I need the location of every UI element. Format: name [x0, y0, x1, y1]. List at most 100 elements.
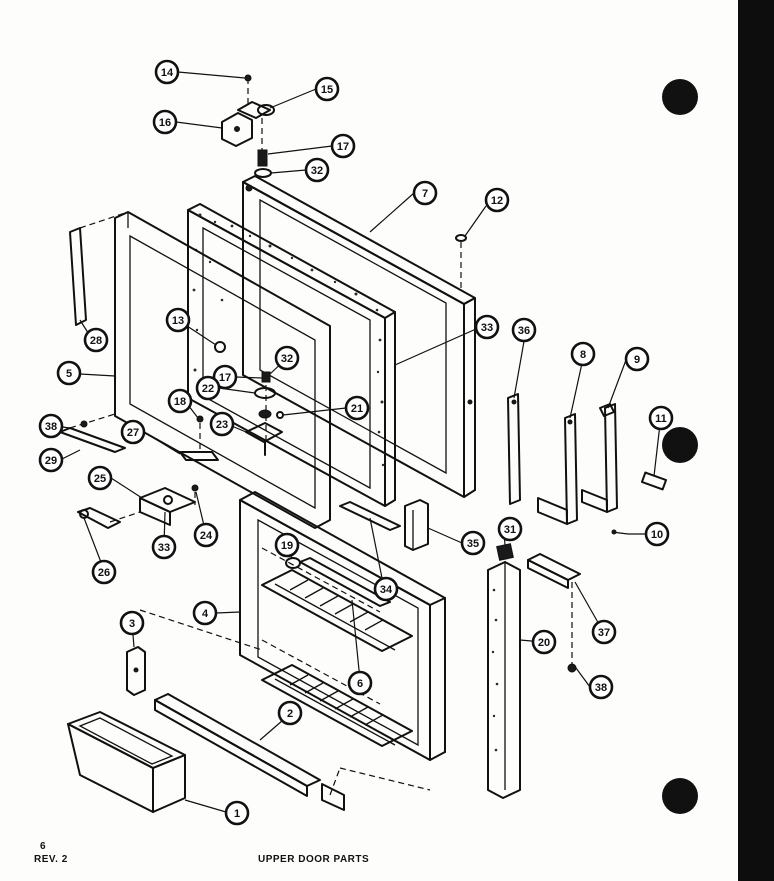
svg-text:17: 17: [219, 372, 231, 384]
svg-text:11: 11: [655, 413, 667, 425]
svg-text:5: 5: [66, 368, 72, 380]
svg-text:31: 31: [504, 524, 516, 536]
svg-text:6: 6: [357, 678, 363, 690]
callout-20: 20: [531, 629, 557, 655]
part-37-angle-bracket: [527, 553, 581, 673]
svg-text:38: 38: [595, 682, 607, 694]
callout-36: 36: [511, 317, 537, 343]
svg-text:28: 28: [90, 335, 102, 347]
svg-text:13: 13: [172, 315, 184, 327]
svg-text:25: 25: [94, 473, 106, 485]
svg-text:16: 16: [159, 117, 171, 129]
svg-text:21: 21: [351, 403, 363, 415]
callout-2: 2: [277, 700, 303, 726]
svg-text:9: 9: [634, 354, 640, 366]
part-1-door-bin: [67, 711, 227, 813]
callout-22: 22: [195, 375, 221, 401]
part-36-vertical-bar: [507, 393, 521, 505]
part-19-plug: [285, 557, 301, 569]
diagram-title: UPPER DOOR PARTS: [258, 854, 370, 865]
callout-17-mid: 17: [212, 364, 238, 390]
svg-text:14: 14: [161, 67, 174, 79]
svg-text:24: 24: [200, 530, 213, 542]
callout-15: 15: [314, 76, 340, 102]
svg-text:8: 8: [580, 349, 586, 361]
svg-text:37: 37: [598, 627, 610, 639]
callout-13: 13: [165, 307, 191, 333]
svg-text:32: 32: [281, 353, 293, 365]
callout-35: 35: [460, 530, 486, 556]
svg-text:34: 34: [380, 584, 393, 596]
callout-38-left: 38: [38, 413, 64, 439]
svg-text:10: 10: [651, 529, 663, 541]
svg-text:1: 1: [234, 808, 240, 820]
callout-23: 23: [209, 411, 235, 437]
page-number: 6: [40, 841, 47, 852]
svg-text:23: 23: [216, 419, 228, 431]
part-38-screw-left: [61, 426, 71, 429]
binder-hole-bottom: [662, 778, 698, 814]
svg-text:33: 33: [481, 322, 493, 334]
binder-hole-top: [662, 79, 698, 115]
callout-34: 34: [373, 576, 399, 602]
svg-text:15: 15: [321, 84, 333, 96]
callout-37: 37: [591, 619, 617, 645]
svg-text:35: 35: [467, 538, 479, 550]
svg-text:2: 2: [287, 708, 293, 720]
part-9-l-bracket: [581, 403, 618, 513]
callout-5: 5: [56, 360, 82, 386]
svg-text:26: 26: [98, 567, 110, 579]
lower-hinge-assembly: [179, 341, 284, 461]
top-hinge-assembly: [221, 74, 275, 178]
callout-10: 10: [644, 521, 670, 547]
callout-25: 25: [87, 465, 113, 491]
revision-label: REV. 2: [34, 854, 68, 865]
callout-33-low: 33: [151, 534, 177, 560]
binder-hole-middle: [662, 427, 698, 463]
part-29-bracket: [59, 413, 126, 453]
part-8-l-bracket: [537, 413, 578, 525]
callout-33-top: 33: [474, 314, 500, 340]
svg-text:27: 27: [127, 427, 139, 439]
svg-text:33: 33: [158, 542, 170, 554]
callout-17-top: 17: [330, 133, 356, 159]
callout-27: 27: [120, 419, 146, 445]
svg-text:20: 20: [538, 637, 550, 649]
svg-text:18: 18: [174, 396, 186, 408]
part-4-inner-door-liner: [139, 491, 446, 796]
svg-text:29: 29: [45, 455, 57, 467]
svg-text:32: 32: [311, 165, 323, 177]
callout-21: 21: [344, 395, 370, 421]
part-20-side-panel: [487, 561, 521, 799]
part-35-corner-block: [404, 499, 429, 551]
part-2-bottom-rail: [154, 693, 345, 811]
svg-text:17: 17: [337, 141, 349, 153]
part-12-screw: [455, 234, 467, 290]
svg-text:4: 4: [202, 608, 209, 620]
callout-18: 18: [167, 388, 193, 414]
bottom-hinge-bracket: [77, 484, 199, 529]
callout-4: 4: [192, 600, 218, 626]
part-34-trim-strip: [339, 501, 401, 579]
callout-9: 9: [624, 346, 650, 372]
callout-11: 11: [648, 405, 674, 431]
callout-19: 19: [274, 532, 300, 558]
svg-text:7: 7: [422, 188, 428, 200]
svg-text:3: 3: [129, 618, 135, 630]
part-11-plate: [640, 471, 668, 491]
callout-24: 24: [193, 522, 219, 548]
callout-38-right: 38: [588, 674, 614, 700]
callout-8: 8: [570, 341, 596, 367]
callout-32-mid: 32: [274, 345, 300, 371]
part-31-clip: [496, 543, 514, 561]
callout-32-top: 32: [304, 157, 330, 183]
callout-1: 1: [224, 800, 250, 826]
svg-text:12: 12: [491, 195, 503, 207]
callout-31: 31: [497, 516, 523, 542]
callout-29: 29: [38, 447, 64, 473]
part-28-side-strip: [69, 211, 129, 326]
callout-7: 7: [412, 180, 438, 206]
part-33-insulation-panel: [187, 203, 396, 507]
